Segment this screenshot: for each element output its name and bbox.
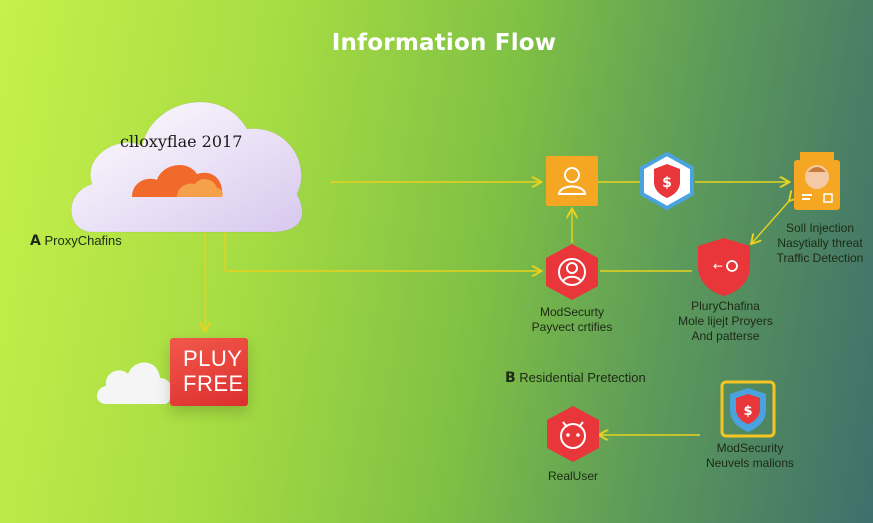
realuser-label: RealUser <box>547 469 598 483</box>
plury-shield-icon: ← <box>698 238 750 296</box>
section-a-letter: A <box>30 233 41 249</box>
cloud-node <box>70 101 303 233</box>
modsecurity-mid-line2: Payvect crtifies <box>531 320 613 334</box>
hex-shield-icon: $ <box>640 152 694 210</box>
injection-line1: Soll Injection <box>785 221 855 235</box>
modsecurity-mid-label: ModSecurty Payvect crtifies <box>522 305 622 335</box>
diagram-title: Information Flow <box>331 30 557 56</box>
free-box-text: PLUY FREE <box>183 346 244 396</box>
free-box-line1: PLUY <box>183 346 243 371</box>
modsecurity-mid-line1: ModSecurty <box>539 305 605 319</box>
agent-avatar-icon <box>794 152 840 210</box>
section-b-label: Residential Pretection <box>519 370 646 385</box>
free-box-line2: FREE <box>183 371 244 396</box>
plury-line1: PluryChafina <box>691 299 760 313</box>
realuser-hex-icon <box>547 406 599 462</box>
free-box <box>170 338 248 406</box>
injection-label: Soll Injection Nasytially threat Traffic… <box>775 221 865 266</box>
injection-line2: Nasytially threat <box>777 236 863 250</box>
modsecurity-bottom-line1: ModSecurity <box>716 441 784 455</box>
svg-text:$: $ <box>743 404 752 419</box>
plury-label: PluryChafina Mole lijejt Proyers And pat… <box>668 299 783 344</box>
injection-line3: Traffic Detection <box>776 251 864 265</box>
flame-cloud-icon <box>132 165 223 197</box>
modsecurity-bottom-shield-icon: $ <box>720 380 776 438</box>
modsecurity-hex-icon <box>546 244 598 300</box>
modsecurity-bottom-label: ModSecurity Neuvels malions <box>700 441 800 471</box>
line-agent-plury <box>752 200 790 243</box>
plury-line3: And patterse <box>691 329 760 343</box>
plury-line2: Mole lijejt Proyers <box>678 314 773 328</box>
modsecurity-bottom-line2: Neuvels malions <box>705 456 795 470</box>
section-a-heading: A ProxyChafins <box>30 233 122 249</box>
section-b-heading: B Residential Pretection <box>505 370 646 386</box>
section-a-label: ProxyChafins <box>44 233 122 248</box>
small-cloud-icon <box>97 362 173 404</box>
user-node-icon <box>546 156 598 206</box>
cloud-label: clloxyflae 2017 <box>120 132 243 151</box>
section-b-letter: B <box>505 370 516 386</box>
svg-text:←: ← <box>713 259 723 273</box>
svg-text:$: $ <box>662 175 672 191</box>
